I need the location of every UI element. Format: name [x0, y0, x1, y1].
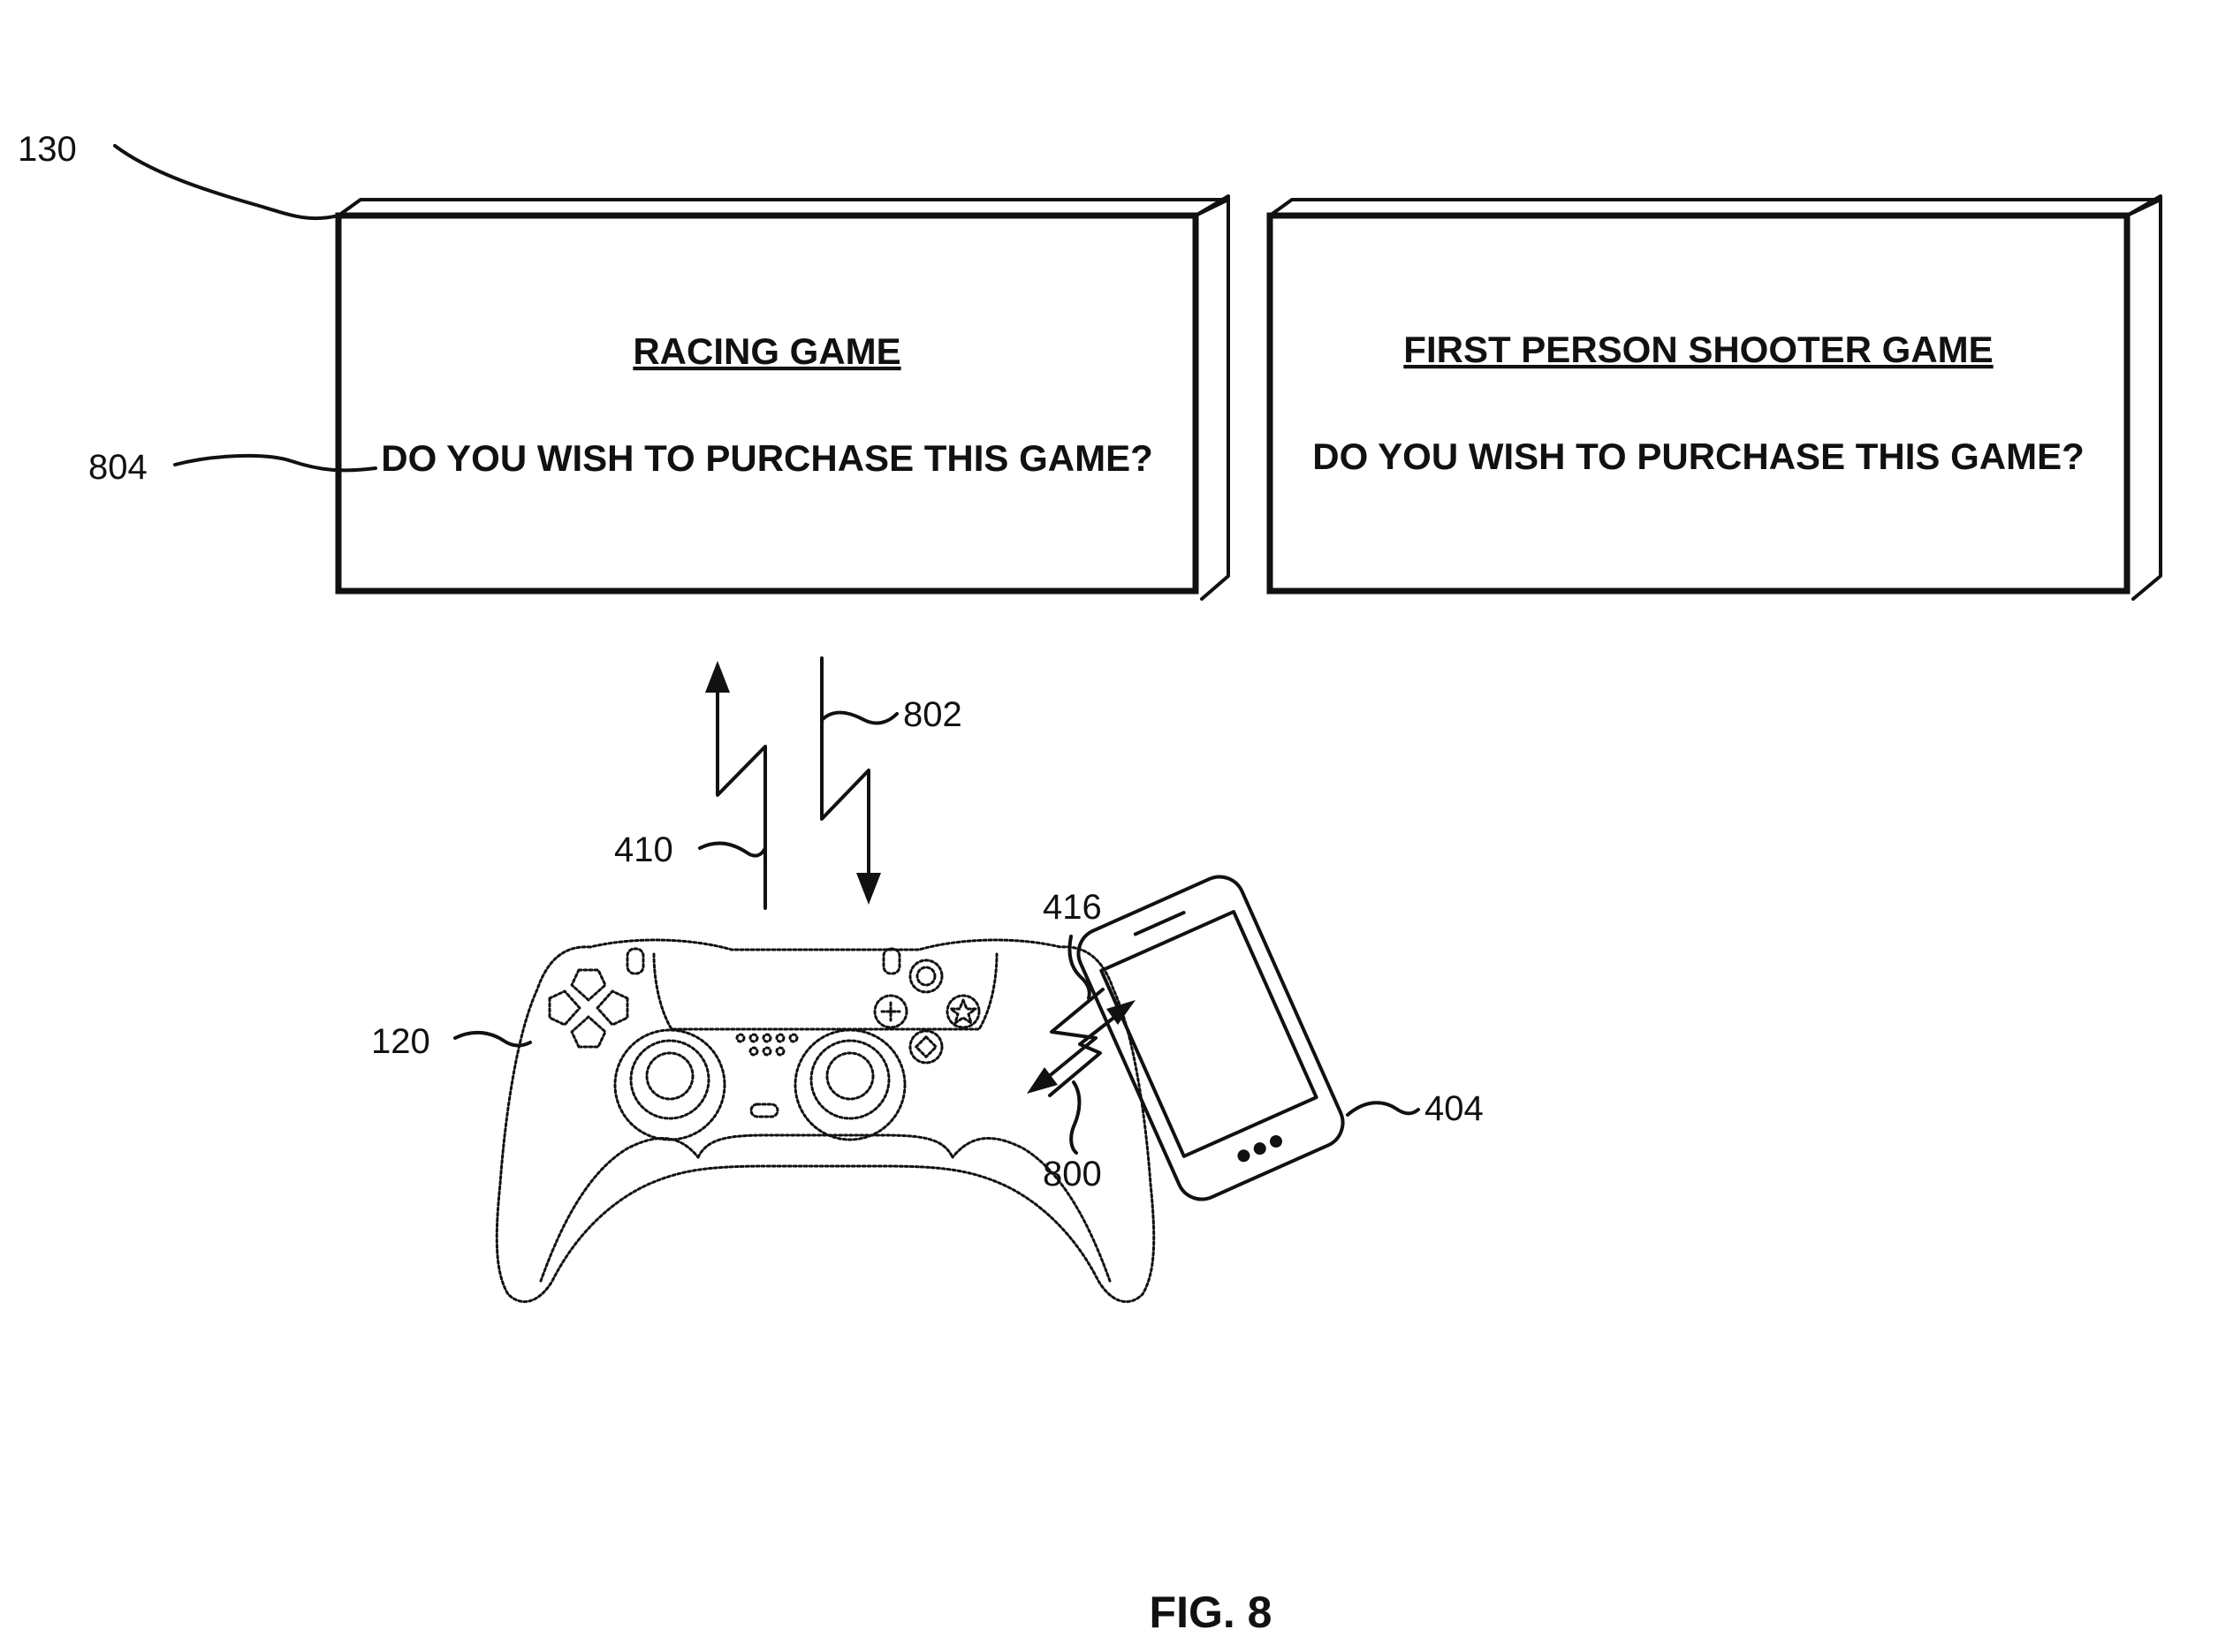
right-thumbstick	[794, 1028, 907, 1141]
ref-label-130: 130	[18, 130, 77, 169]
speaker-dots	[735, 1033, 799, 1057]
leader-410	[698, 841, 767, 858]
leader-120	[453, 1030, 532, 1048]
leader-802	[820, 710, 899, 725]
smartphone	[1076, 875, 1345, 1201]
left-display-screen: RACING GAME DO YOU WISH TO PURCHASE THIS…	[335, 194, 1230, 601]
right-display-screen: FIRST PERSON SHOOTER GAME DO YOU WISH TO…	[1266, 194, 2162, 601]
leader-130	[113, 144, 340, 221]
dpad	[548, 968, 629, 1049]
right-screen-prompt: DO YOU WISH TO PURCHASE THIS GAME?	[1312, 436, 2085, 477]
ref-label-416: 416	[1043, 888, 1102, 927]
right-screen-title: FIRST PERSON SHOOTER GAME	[1403, 329, 1993, 370]
ref-label-404: 404	[1424, 1089, 1484, 1128]
ref-label-120: 120	[371, 1022, 430, 1061]
leader-416	[1067, 935, 1091, 1000]
figure-caption: FIG. 8	[1150, 1588, 1272, 1637]
home-button	[749, 1103, 779, 1118]
left-thumbstick	[613, 1028, 726, 1141]
ref-label-802: 802	[903, 695, 962, 734]
ref-label-410: 410	[614, 830, 673, 869]
ref-label-804: 804	[88, 448, 148, 487]
game-controller	[495, 938, 1156, 1303]
leader-404	[1346, 1101, 1420, 1117]
signal-802-arrow	[820, 656, 881, 905]
leader-804	[173, 453, 377, 473]
leader-800	[1069, 1080, 1082, 1155]
signal-416-arrow	[1027, 988, 1105, 1094]
left-screen-prompt: DO YOU WISH TO PURCHASE THIS GAME?	[381, 437, 1153, 479]
signal-410-arrow	[705, 661, 767, 910]
face-buttons	[873, 959, 981, 1065]
ref-label-800: 800	[1043, 1155, 1102, 1194]
left-screen-title: RACING GAME	[633, 330, 900, 372]
